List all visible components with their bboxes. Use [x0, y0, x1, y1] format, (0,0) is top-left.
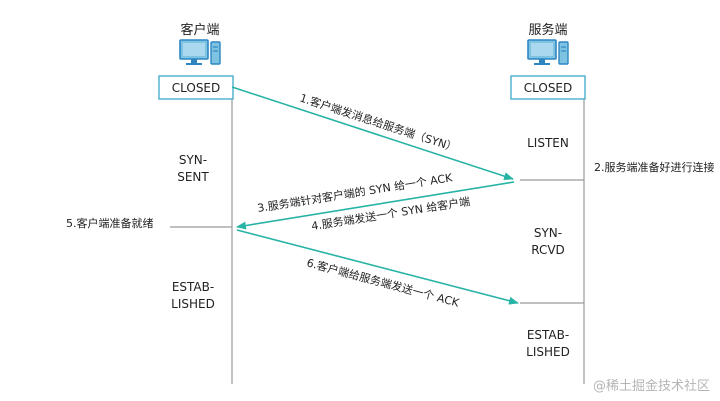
arrow-syn — [231, 86, 514, 181]
message-1-label: 1.客户端发消息给服务端（SYN） — [298, 91, 459, 155]
server-state-listen: LISTEN — [527, 136, 569, 150]
server-state-syn-rcvd-1: SYN- — [534, 226, 562, 240]
client-title: 客户端 — [180, 22, 219, 38]
client-closed-label: CLOSED — [172, 81, 221, 95]
server-ready-note: 2.服务端准备好进行连接 — [594, 160, 715, 174]
client-state-established-1: ESTAB- — [172, 280, 214, 294]
server-computer-icon — [527, 39, 569, 65]
client-state-syn-sent-1: SYN- — [179, 153, 207, 167]
client-state-established-2: LISHED — [171, 297, 215, 311]
watermark-text: @稀土掘金技术社区 — [593, 378, 710, 394]
server-state-established-2: LISHED — [526, 345, 570, 359]
arrow-ack — [236, 229, 519, 305]
server-state-box — [510, 75, 586, 100]
client-ready-note: 5.客户端准备就绪 — [66, 216, 154, 230]
client-computer-icon — [179, 39, 221, 65]
arrow-syn-ack — [236, 181, 515, 230]
server-state-syn-rcvd-2: RCVD — [531, 243, 565, 257]
server-closed-label: CLOSED — [524, 81, 573, 95]
server-state-established-1: ESTAB- — [527, 328, 569, 342]
client-state-syn-sent-2: SENT — [177, 170, 209, 184]
server-title: 服务端 — [528, 22, 567, 38]
